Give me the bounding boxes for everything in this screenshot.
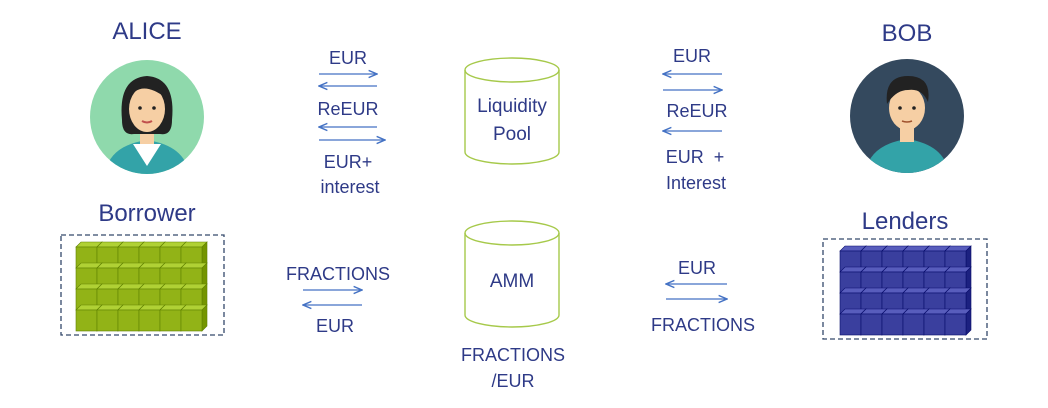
alice-avatar-icon <box>90 60 204 174</box>
left-flow-reeur: ReEUR <box>317 99 379 119</box>
alice-name: ALICE <box>112 18 182 45</box>
amm-caption: FRACTIONS /EUR <box>448 342 578 394</box>
right-flow-reeur: ReEUR <box>666 101 728 121</box>
amm-label: AMM <box>489 271 535 292</box>
borrower-label: Borrower <box>98 200 196 227</box>
right-bottom-eur: EUR <box>677 258 716 278</box>
amm-caption-line1: FRACTIONS <box>460 345 565 365</box>
left-flow-eur-plus: EUR+ <box>323 152 373 172</box>
right-flow-eur: EUR <box>672 46 711 66</box>
cube <box>944 308 972 336</box>
bob-avatar-icon <box>850 59 964 173</box>
green-cube-stack-icon <box>60 234 225 336</box>
right-bottom-fractions: FRACTIONS <box>650 315 755 335</box>
right-flow-eur-plus: EUR + <box>665 147 725 167</box>
right-flow-interest: Interest <box>665 173 727 193</box>
liquidity-pool-line2: Pool <box>492 124 532 145</box>
bob-name: BOB <box>881 20 933 47</box>
lenders-label: Lenders <box>861 208 949 235</box>
amm-cylinder-icon <box>464 220 560 328</box>
cube <box>180 304 208 332</box>
left-flow-eur: EUR <box>328 48 367 68</box>
liquidity-pool-line1: Liquidity <box>477 96 547 117</box>
cube <box>180 241 208 269</box>
liquidity-pool-label: Liquidity Pool <box>462 93 562 149</box>
left-bottom-fractions: FRACTIONS <box>285 264 390 284</box>
liquidity-pool-cylinder-icon <box>464 57 560 165</box>
left-flow-interest: interest <box>320 177 380 197</box>
amm-caption-line2: /EUR <box>491 371 535 391</box>
left-bottom-eur: EUR <box>315 316 354 336</box>
blue-cube-stack-icon <box>822 238 988 340</box>
